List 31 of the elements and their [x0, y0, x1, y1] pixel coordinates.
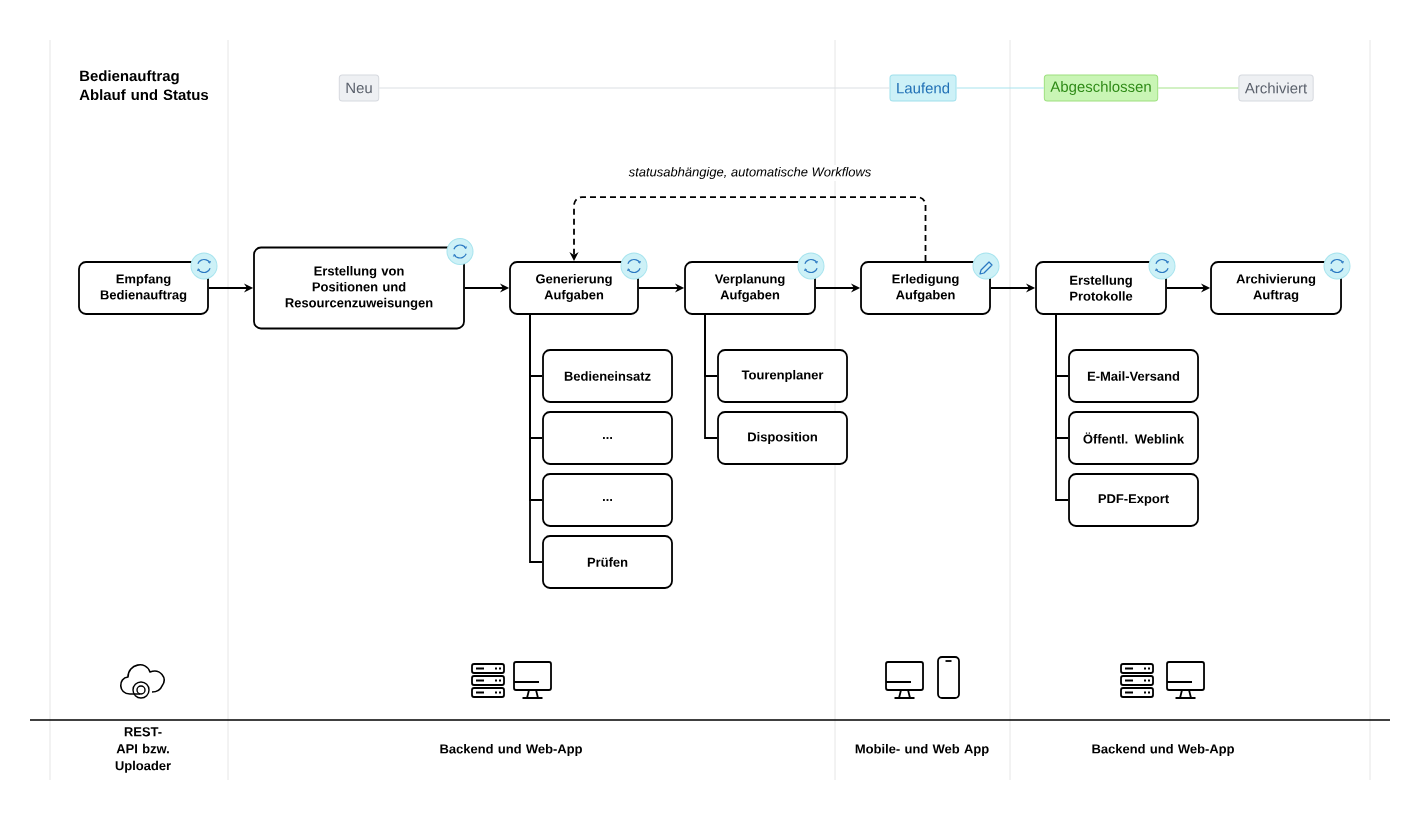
platform-label: REST-API bzw. Uploader [115, 727, 171, 773]
task-box: PDF-Export [1068, 473, 1199, 527]
connector-line [1055, 313, 1069, 501]
task-box: ... [542, 411, 673, 465]
platform-label: Backend und Web-App [1092, 743, 1234, 757]
task-box: Bedieneinsatz [542, 349, 673, 403]
status-badge: Neu [338, 74, 380, 102]
process-box: Erstellung Protokolle [1035, 261, 1167, 315]
task-box: ... [542, 473, 673, 527]
connector-line [529, 313, 543, 563]
task-box: Öffentl. Weblink [1068, 411, 1199, 465]
process-box: Erledigung Aufgaben [860, 261, 991, 315]
task-box: E-Mail-Versand [1068, 349, 1199, 403]
status-badge: Laufend [889, 74, 957, 102]
connector-line [1157, 87, 1239, 89]
process-box: Empfang Bedienauftrag [78, 261, 209, 315]
process-box: Archivierung Auftrag [1210, 261, 1342, 315]
task-box: Prüfen [542, 535, 673, 589]
process-box: Erstellung von Positionen und Resourcenzuweisungen [253, 246, 465, 330]
platform-label: Backend und Web-App [440, 743, 582, 757]
edge-label: statusabhängige, automatische Workflows [626, 164, 874, 182]
task-box: Tourenplaner [717, 349, 848, 403]
platform-label: Mobile- und Web App [855, 743, 989, 757]
diagram-title: Bedienauftrag Ablauf und Status [79, 70, 209, 101]
process-box: Generierung Aufgaben [509, 261, 639, 315]
process-box: Verplanung Aufgaben [684, 261, 816, 315]
connector-line [704, 313, 718, 439]
status-badge: Archiviert [1238, 74, 1314, 102]
task-box: Disposition [717, 411, 848, 465]
connector-line [955, 87, 1045, 89]
status-badge: Abgeschlossen [1043, 74, 1159, 102]
